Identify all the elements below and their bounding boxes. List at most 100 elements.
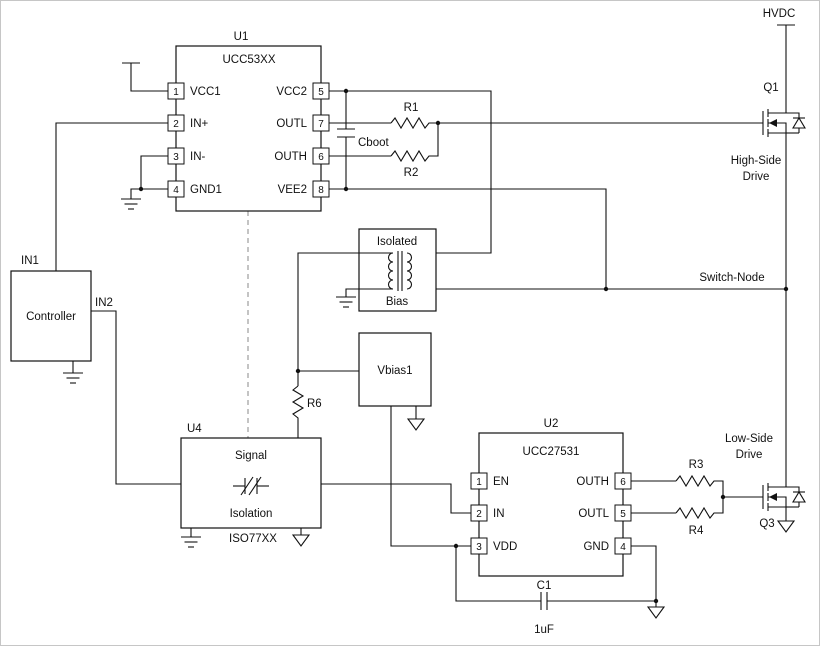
junction-cboot-vcc2 xyxy=(343,88,349,94)
u1-pin4-name: GND1 xyxy=(190,184,222,196)
u1-pin8-name: VEE2 xyxy=(278,184,307,196)
ground-triangle-c1 xyxy=(646,606,666,619)
u1-pin6-name: OUTH xyxy=(274,151,307,163)
r3-label: R3 xyxy=(689,459,704,471)
mosfet-q3 xyxy=(762,483,806,511)
vbias1-block: Vbias1 xyxy=(358,332,432,407)
u2-pin5-number: 5 xyxy=(620,509,626,520)
u1-pin1-number: 1 xyxy=(173,87,179,98)
u1-pin5-name: VCC2 xyxy=(276,86,307,98)
u1-pin7-number: 7 xyxy=(318,119,324,130)
resistor-r1 xyxy=(390,116,431,130)
u2-box xyxy=(478,432,624,577)
isolated-bias-label-bottom: Bias xyxy=(386,296,409,308)
u4-label-top: Signal xyxy=(235,450,267,462)
u4-part-label: ISO77XX xyxy=(229,533,277,545)
net-label-in1: IN1 xyxy=(21,255,39,267)
u1-part-label: UCC53XX xyxy=(222,54,275,66)
wire-vcc1 xyxy=(130,63,168,92)
vbias1-box xyxy=(358,332,432,407)
u2-left-pins: 1 EN 2 IN 3 VDD xyxy=(470,472,517,555)
resistor-r4 xyxy=(675,506,716,520)
u2-pin5-name: OUTL xyxy=(578,508,609,520)
net-label-in2: IN2 xyxy=(95,297,113,309)
r2-label: R2 xyxy=(404,167,419,179)
isolated-bias-label-top: Isolated xyxy=(377,236,417,248)
u1-left-pins: 1 VCC1 2 IN+ 3 IN- 4 GND1 xyxy=(167,82,222,198)
u2-ref-label: U2 xyxy=(544,418,559,430)
u4-signal-isolator: U4 Signal Isolation ISO77XX xyxy=(180,423,322,545)
q1-body-diode xyxy=(786,112,806,134)
u2-pin1-name: EN xyxy=(493,476,509,488)
transformer-secondary-coil xyxy=(406,252,413,290)
q1-role-line1: High-Side xyxy=(731,155,782,167)
ground-symbol-gnd1 xyxy=(121,198,141,210)
q1-ref-label: Q1 xyxy=(763,82,778,94)
u1-pin7-name: OUTL xyxy=(276,118,307,130)
wire-in-minus xyxy=(140,155,168,189)
controller-block: Controller IN1 IN2 xyxy=(10,255,113,362)
u2-pin2-box xyxy=(470,504,488,522)
u1-box xyxy=(175,45,322,212)
junction-vbias1-tap xyxy=(295,368,301,374)
switch-node-label: Switch-Node xyxy=(699,272,764,284)
wire-vcc2-to-bias-secondary xyxy=(329,90,492,254)
transformer-symbol xyxy=(387,251,413,291)
u2-pin6-number: 6 xyxy=(620,477,626,488)
isolation-capacitor-symbol xyxy=(233,476,269,496)
u2-pin1-box xyxy=(470,472,488,490)
controller-box xyxy=(10,270,92,362)
u1-pin6-number: 6 xyxy=(318,152,324,163)
q1-nchannel-arrow xyxy=(769,119,777,127)
resistor-r2 xyxy=(390,149,431,163)
u1-right-pins: 5 VCC2 7 OUTL 6 OUTH 8 VEE2 xyxy=(274,82,330,198)
resistor-r3 xyxy=(675,474,716,488)
u4-ref-label: U4 xyxy=(187,423,202,435)
junction-r3-r4 xyxy=(720,494,726,500)
vbias1-label: Vbias1 xyxy=(377,365,412,377)
u2-pin3-number: 3 xyxy=(476,542,482,553)
wire-vee2 xyxy=(329,188,607,289)
wire-u2-gnd xyxy=(631,545,657,601)
ground-symbol-bias xyxy=(336,296,356,308)
q3-role-line2: Drive xyxy=(736,449,763,461)
c1-label: C1 xyxy=(537,580,552,592)
isolated-bias-block: Isolated Bias xyxy=(358,228,437,312)
u1-pin5-number: 5 xyxy=(318,87,324,98)
u2-pin4-number: 4 xyxy=(620,542,626,553)
q3-role-line1: Low-Side xyxy=(725,433,773,445)
q3-body-diode xyxy=(786,486,806,508)
r4-label: R4 xyxy=(689,525,704,537)
junction-vee2-switch-node xyxy=(603,286,609,292)
wire-u4-to-u2-in xyxy=(321,483,471,514)
u2-pin6-name: OUTH xyxy=(576,476,609,488)
u2-pin4-name: GND xyxy=(583,541,609,553)
controller-label: Controller xyxy=(26,311,76,323)
wire-in2-to-u4 xyxy=(91,310,181,485)
c1-value-label: 1uF xyxy=(534,624,554,636)
u2-pin3-box xyxy=(470,537,488,555)
ground-triangle-u4 xyxy=(291,534,311,547)
u2-low-side-driver: U2 UCC27531 1 EN 2 IN 3 VDD 6 OUTH 5 OUT… xyxy=(470,418,632,577)
ground-triangle-vbias1 xyxy=(406,418,426,431)
resistor-r6 xyxy=(291,385,305,421)
junction-r1-r2 xyxy=(435,120,441,126)
wire-bias-primary-top xyxy=(297,252,393,386)
u1-pin2-number: 2 xyxy=(173,119,179,130)
transformer-primary-coil xyxy=(387,252,394,290)
u2-right-pins: 6 OUTH 5 OUTL 4 GND xyxy=(576,472,632,555)
u1-ref-label: U1 xyxy=(234,31,249,43)
u1-pin1-name: VCC1 xyxy=(190,86,221,98)
r6-label: R6 xyxy=(307,398,322,410)
u2-pin1-number: 1 xyxy=(476,477,482,488)
u2-pin2-number: 2 xyxy=(476,509,482,520)
q3-nchannel-arrow xyxy=(769,493,777,501)
ground-triangle-q3 xyxy=(776,520,796,533)
u4-label-bottom: Isolation xyxy=(230,508,273,520)
u1-pin8-number: 8 xyxy=(318,185,324,196)
junction-in-minus-gnd1 xyxy=(138,186,144,192)
ground-symbol-u4 xyxy=(181,536,201,548)
capacitor-c1 xyxy=(455,546,656,610)
